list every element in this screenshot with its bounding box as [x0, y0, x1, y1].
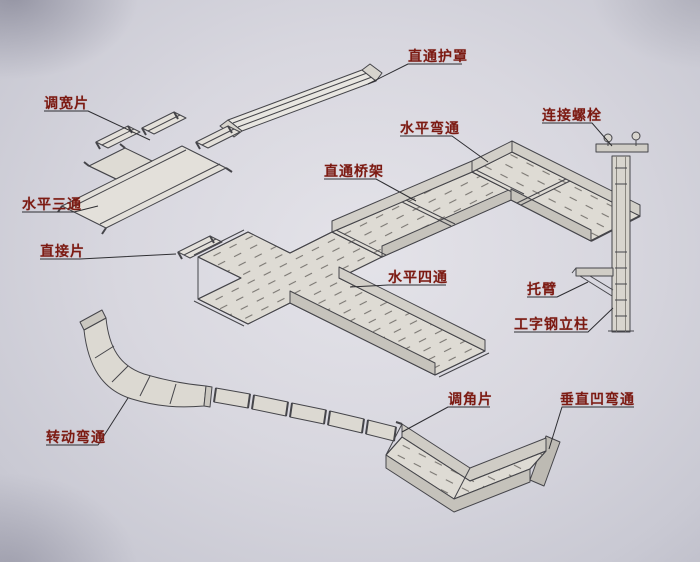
connecting-bolt-right	[631, 131, 641, 141]
leader-i-beam-column	[514, 307, 614, 333]
bracket-arm-part	[571, 267, 614, 297]
direct-piece-part	[177, 235, 223, 260]
angle-adjust-piece	[327, 410, 365, 434]
width-adjust-piece-3	[95, 125, 141, 150]
label-vertical-concave-bend: 垂直凹弯通	[560, 391, 635, 407]
width-adjust-pieces	[95, 111, 241, 150]
label-cover-shield: 直通护罩	[408, 48, 468, 64]
leader-width-adjust	[44, 110, 151, 141]
angle-adjust-piece	[365, 419, 397, 442]
label-straight-tray: 直通桥架	[324, 163, 384, 179]
leader-angle-adjust	[401, 406, 490, 433]
i-beam-column-part	[595, 131, 649, 333]
width-adjust-piece-2	[195, 125, 241, 150]
label-angle-adjust-piece: 调角片	[448, 391, 493, 407]
horizontal-tee-part	[57, 143, 233, 235]
label-direct-piece: 直接片	[40, 243, 85, 259]
angle-adjust-piece	[251, 394, 289, 417]
leader-direct-piece	[40, 253, 177, 260]
leader-horizontal-bend	[400, 135, 489, 163]
vertical-concave-bend-part	[385, 421, 561, 513]
label-horizontal-cross: 水平四通	[388, 269, 448, 285]
label-rotating-bend: 转动弯通	[46, 429, 106, 445]
leader-rotating-bend	[46, 397, 129, 446]
straight-tray-part	[331, 160, 521, 258]
label-horizontal-tee: 水平三通	[22, 196, 82, 212]
angle-adjust-piece	[289, 402, 327, 425]
leader-connecting-bolt	[542, 122, 613, 147]
leader-horizontal-cross	[349, 284, 446, 288]
leader-straight-tray	[324, 178, 417, 202]
label-width-adjust-piece: 调宽片	[44, 95, 89, 111]
horizontal-cross-part	[193, 229, 490, 378]
leader-lines	[22, 63, 634, 450]
angle-adjust-chain	[213, 387, 397, 442]
leader-bracket-arm	[527, 281, 589, 298]
width-adjust-piece-1	[141, 111, 187, 136]
column-cap-plate	[595, 143, 649, 153]
label-bracket-arm: 托臂	[527, 281, 557, 297]
leader-horizontal-tee	[22, 205, 99, 213]
cover-shield-part	[219, 63, 383, 138]
label-i-beam-column: 工字钢立柱	[514, 316, 589, 332]
label-horizontal-bend: 水平弯通	[400, 120, 460, 136]
angle-adjust-piece	[213, 387, 251, 409]
label-connecting-bolt: 连接螺栓	[542, 107, 602, 123]
horizontal-bend-part	[471, 140, 641, 242]
leader-vertical-concave-bend	[548, 406, 634, 450]
leader-cover-shield	[367, 63, 462, 85]
rotating-bend-part	[79, 309, 213, 408]
